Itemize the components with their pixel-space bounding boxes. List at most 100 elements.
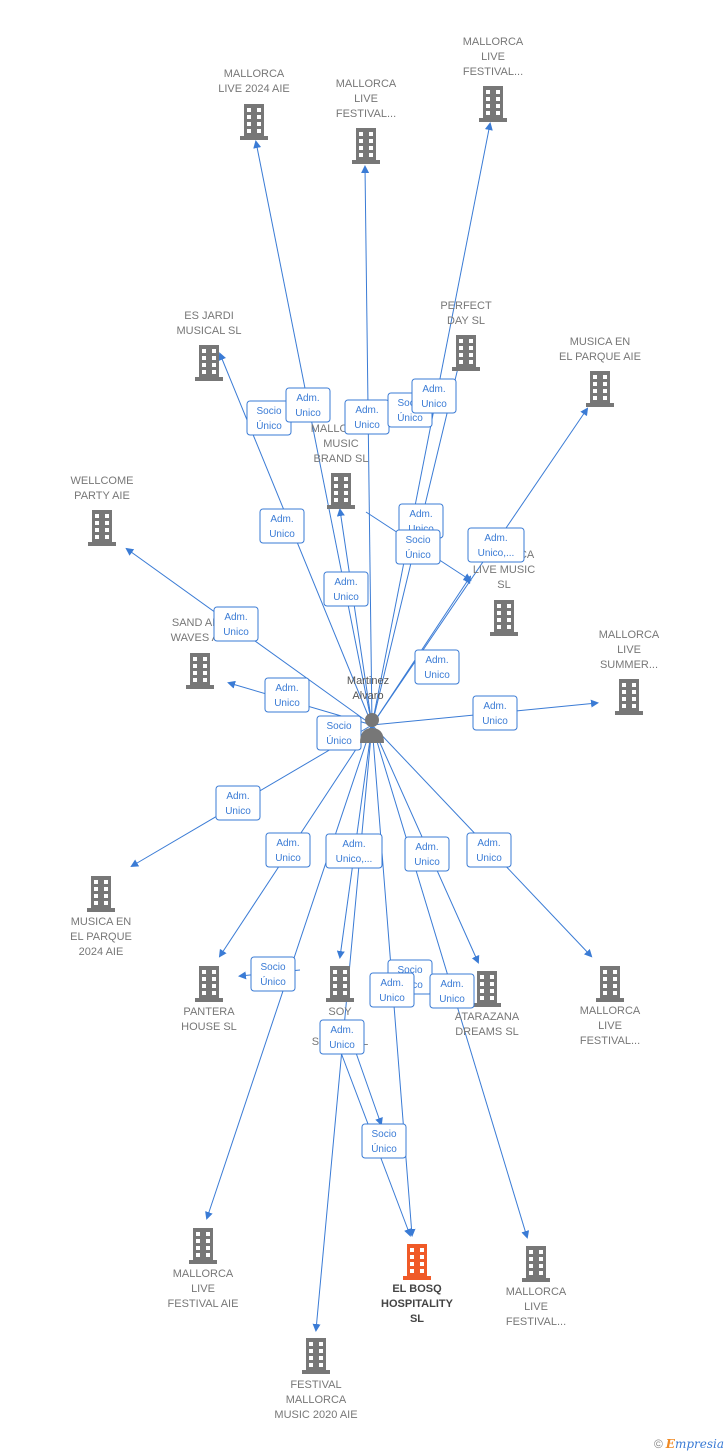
edge-label-10[interactable]: Adm.Unico,... [467,527,525,563]
edge-label-text: Unico [424,670,450,681]
edge-label-box [404,836,450,872]
company-label: MALLORCA [599,629,660,641]
building-icon [522,1246,550,1282]
edge-label-11[interactable]: Adm.Unico [213,606,259,642]
building-icon [240,104,268,140]
edge-label-box [395,529,441,565]
edge-label-text: Unico [225,806,251,817]
edge-label-text: Adm. [380,978,403,989]
edge-label-17[interactable]: Adm.Unico [265,832,311,868]
edge-label-12[interactable]: Adm.Unico [414,649,460,685]
company-label: MUSICA EN [71,916,132,928]
edge-label-box [316,715,362,751]
company-label: FESTIVAL... [336,108,396,120]
edge-label-text: Adm. [355,405,378,416]
company-label: MALLORCA [463,36,524,48]
edge-label-text: Adm. [330,1025,353,1036]
company-label: SL [497,579,510,591]
company-label: SUMMER... [600,659,658,671]
edge-label-box [472,695,518,731]
edge-label-text: Unico,... [336,854,373,865]
edge-label-text: Unico [354,420,380,431]
edge-label-6[interactable]: Adm.Unico [259,508,305,544]
edge-line-2 [361,165,373,726]
person-name: Martinez [347,675,389,687]
company-node-mallorca-live-festival-1[interactable]: MALLORCALIVEFESTIVAL... [336,78,397,164]
company-label: LIVE [354,93,378,105]
edge-label-text: Único [260,975,286,988]
edge-label-9[interactable]: Adm.Unico [323,571,369,607]
footer-brand[interactable]: ©Empresia [654,1437,724,1451]
edge-label-14[interactable]: Adm.Unico [472,695,518,731]
edge-label-20[interactable]: Adm.Unico [466,832,512,868]
company-label: PERFECT [440,300,492,312]
edge-label-text: Unico [223,627,249,638]
company-label: MUSIC 2020 AIE [274,1409,357,1421]
company-label: LIVE [481,51,505,63]
edge-label-text: Socio [397,965,422,976]
building-icon [195,966,223,1002]
company-label: EL PARQUE [70,931,132,943]
company-label: EL BOSQ [392,1283,442,1295]
edge-label-box [215,785,261,821]
edge-label-text: Socio [260,962,285,973]
edge-label-2[interactable]: Adm.Unico [285,387,331,423]
edge-label-3[interactable]: Adm. Unico [344,399,390,435]
edge-label-text: Adm. [342,839,365,850]
company-label: BRAND SL [313,453,368,465]
company-label: FESTIVAL... [580,1035,640,1047]
company-node-mallorca-live-festival-3[interactable]: MALLORCALIVEFESTIVAL... [580,966,641,1047]
company-node-mallorca-live-festival-2[interactable]: MALLORCALIVEFESTIVAL... [463,36,524,122]
company-label: DREAMS SL [455,1026,519,1038]
edge-label-13[interactable]: Adm.Unico [264,677,310,713]
company-label: MUSICAL SL [176,325,241,337]
company-label: SL [410,1313,424,1325]
edge-label-18[interactable]: Adm. Unico,... [325,833,383,869]
edge-label-16[interactable]: Adm. Unico [215,785,261,821]
company-label: LIVE 2024 AIE [218,83,290,95]
company-label: HOUSE SL [181,1021,237,1033]
building-icon [327,473,355,509]
edge-label-5[interactable]: Adm.Unico [411,378,457,414]
edge-label-box [467,527,525,563]
edge-label-23[interactable]: Adm.Unico [369,972,415,1008]
edge-label-text: Socio [397,398,422,409]
building-icon [326,966,354,1002]
edge-label-text: Adm. [226,791,249,802]
company-node-mallorca-live-summer[interactable]: MALLORCALIVESUMMER... [599,629,660,715]
company-node-mallorca-live-festival-4[interactable]: MALLORCALIVEFESTIVAL... [506,1246,567,1328]
edge-label-box [369,972,415,1008]
company-label: FESTIVAL... [506,1316,566,1328]
edge-label-text: Adm. [296,393,319,404]
company-label: FESTIVAL AIE [168,1298,239,1310]
edge-label-box [319,1019,365,1055]
edge-label-box [285,387,331,423]
edge-label-text: Unico [329,1040,355,1051]
building-icon [88,510,116,546]
edge-label-19[interactable]: Adm.Unico [404,836,450,872]
company-label: LIVE [524,1301,548,1313]
edge-label-24[interactable]: Adm.Unico [429,973,475,1009]
edge-label-25[interactable]: Adm. Unico [319,1019,365,1055]
edge-label-box [325,833,383,869]
